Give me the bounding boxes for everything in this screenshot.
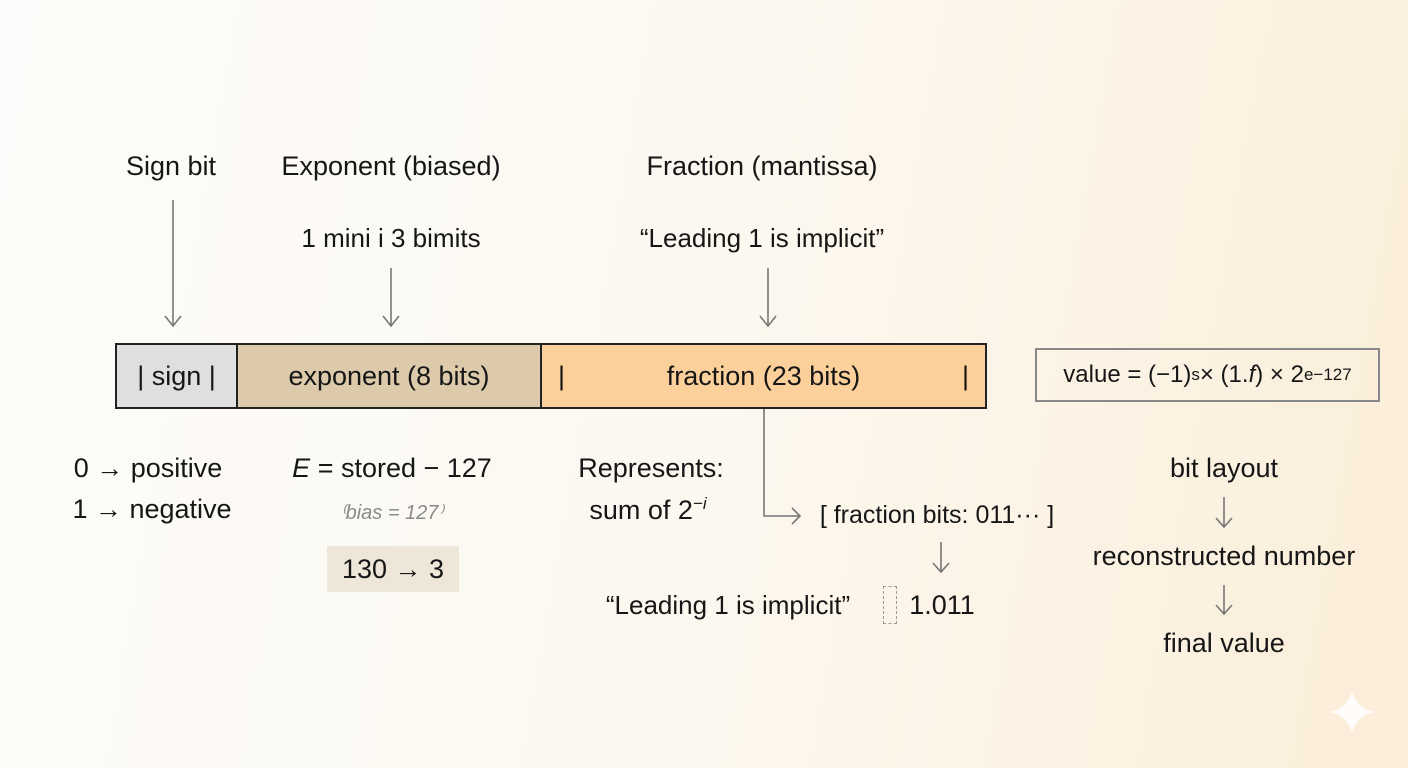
sum-exp: −i xyxy=(692,494,707,513)
arrow-implicit xyxy=(932,542,950,574)
arrow-fraction-bits xyxy=(763,409,802,525)
arrow-flow-2 xyxy=(1215,585,1233,616)
formula-f: f xyxy=(1248,361,1256,388)
sparkle-icon xyxy=(1330,690,1374,734)
header-sign: Sign bit xyxy=(125,151,217,181)
sign-positive: 0 → positive xyxy=(73,453,223,483)
arrow-fraction xyxy=(759,268,777,328)
bar-divider: | xyxy=(558,360,566,391)
formula-part: ) × 2 xyxy=(1255,361,1304,388)
flow-bit-layout: bit layout xyxy=(1169,453,1279,483)
bar-fraction: | fraction (23 bits) | xyxy=(540,343,987,409)
arrow-sign xyxy=(164,200,182,328)
sum-text: sum of 2 xyxy=(589,495,693,525)
bias-note: ⁽bias = 127⁾ xyxy=(340,502,444,524)
bar-sign-label: | sign | xyxy=(137,360,216,391)
bar-fraction-label: fraction (23 bits) xyxy=(666,360,861,391)
formula-exponent: e−127 xyxy=(1303,365,1352,384)
exponent-eq: = stored − 127 xyxy=(310,453,492,483)
formula-part: value = (−1) xyxy=(1063,361,1192,388)
fraction-bits: [ fraction bits: 011··· ] xyxy=(819,501,1055,529)
header-fraction: Fraction (mantissa) xyxy=(646,151,878,181)
formula-sign-exp: s xyxy=(1191,365,1200,384)
header-exponent: Exponent (biased) xyxy=(281,151,501,181)
bar-exponent: exponent (8 bits) xyxy=(236,343,542,409)
sign-negative: 1 → negative xyxy=(72,494,232,524)
bar-sign: | sign | xyxy=(115,343,238,409)
exponent-formula: E = stored − 127 xyxy=(292,453,492,484)
exponent-example: 130 → 3 xyxy=(327,546,459,592)
implicit-bit-placeholder xyxy=(883,586,897,624)
bar-exponent-label: exponent (8 bits) xyxy=(288,360,490,391)
subheader-fraction: “Leading 1 is implicit” xyxy=(639,223,885,253)
fraction-represents: Represents: xyxy=(578,453,724,483)
bar-divider: | xyxy=(961,360,969,391)
fraction-sum: sum of 2−i xyxy=(589,494,706,526)
flow-final-value: final value xyxy=(1163,628,1285,658)
mantissa-value: 1.011 xyxy=(909,590,975,620)
arrow-flow-1 xyxy=(1215,497,1233,529)
formula-part: × (1. xyxy=(1199,361,1249,388)
implicit-note: “Leading 1 is implicit” xyxy=(605,590,851,620)
var-E: E xyxy=(292,453,311,483)
flow-reconstructed: reconstructed number xyxy=(1092,541,1356,571)
arrow-exponent xyxy=(382,268,400,328)
subheader-exponent: 1 mini i 3 bimits xyxy=(301,223,481,253)
bias-text: bias = 127 xyxy=(345,502,439,524)
